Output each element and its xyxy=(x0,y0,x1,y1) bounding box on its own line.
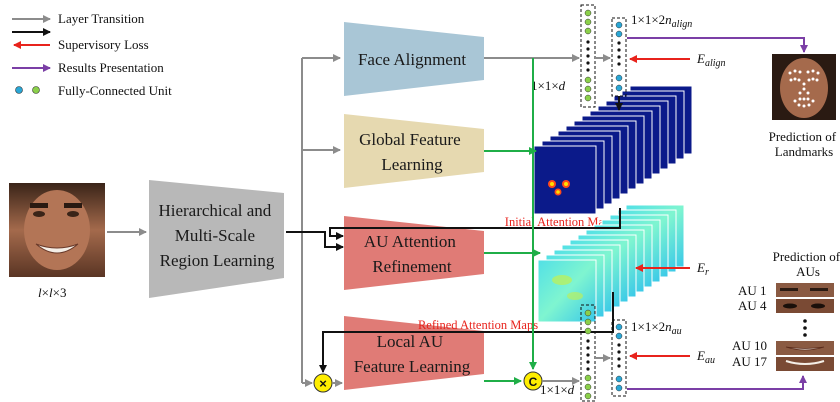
refined-attention-maps-label: Refined Attention Maps xyxy=(418,318,538,332)
multiply-symbol: × xyxy=(319,376,327,391)
legend-fc-blue-dot xyxy=(15,86,23,94)
hierarchical-label: Hierarchical and Multi-Scale Region Lear… xyxy=(158,201,275,270)
loss-align-label: Ealign xyxy=(696,51,726,69)
legend: Layer Transition Supervisory Loss Result… xyxy=(12,11,172,98)
au-crop-brows xyxy=(776,283,834,297)
global-feature-learning-block xyxy=(344,114,484,188)
au-attention-refinement-block xyxy=(344,216,484,290)
fc-column-bottom-d xyxy=(580,304,596,402)
au-crop-eyes xyxy=(776,299,834,313)
au-ellipsis xyxy=(803,319,807,337)
arrow-refined-to-multiply xyxy=(319,292,614,373)
loss-au-label: Eau xyxy=(696,348,715,366)
concat-symbol: C xyxy=(529,375,538,389)
au-label-4: AU 17 xyxy=(732,354,768,369)
au-crop-chin xyxy=(776,357,834,371)
au-label-3: AU 10 xyxy=(732,338,767,353)
arrow-fc-to-landmarks xyxy=(627,37,808,53)
au-label-1: AU 1 xyxy=(738,283,767,298)
refined-attention-maps-stack xyxy=(537,204,685,323)
fc-top-align-label: 1×1×2nalign xyxy=(631,12,692,30)
face-alignment-label: Face Alignment xyxy=(358,50,466,69)
landmarks-label: Prediction of Landmarks xyxy=(769,129,840,159)
loss-r-label: Er xyxy=(696,260,709,278)
au-crop-mouth xyxy=(776,341,834,355)
arrow-fc-to-au-predictions xyxy=(627,375,807,390)
fc-bottom-au-label: 1×1×2nau xyxy=(631,319,682,337)
legend-supervisory-loss: Supervisory Loss xyxy=(58,37,149,52)
legend-layer-transition: Layer Transition xyxy=(58,11,145,26)
fc-top-d-label: 1×1×d xyxy=(531,78,566,93)
hierarchical-region-learning-block xyxy=(149,180,284,298)
initial-attention-maps-stack xyxy=(533,85,693,215)
arrow-initial-to-au-attention xyxy=(329,208,621,240)
fc-bottom-d-label: 1×1×d xyxy=(540,382,575,397)
au-label-2: AU 4 xyxy=(738,298,767,313)
legend-fc-unit: Fully-Connected Unit xyxy=(58,83,172,98)
legend-fc-green-dot xyxy=(32,86,40,94)
landmarks-face-image xyxy=(772,54,836,120)
fc-column-top-align xyxy=(611,17,627,97)
global-feature-label: Global Feature Learning xyxy=(359,130,465,174)
face-alignment-block xyxy=(344,22,484,96)
local-au-label: Local AU Feature Learning xyxy=(354,332,471,376)
input-dims: l×l×3 xyxy=(38,285,66,300)
input-face-image xyxy=(9,183,105,277)
legend-results-presentation: Results Presentation xyxy=(58,60,164,75)
au-attention-label: AU Attention Refinement xyxy=(364,232,460,276)
arrow-hier-to-au-attention xyxy=(286,231,344,251)
au-predictions-title: Prediction of AUs xyxy=(773,249,840,279)
fc-column-bottom-au xyxy=(611,319,627,397)
fc-column-top-d xyxy=(580,4,596,108)
local-au-feature-learning-block xyxy=(344,316,484,390)
